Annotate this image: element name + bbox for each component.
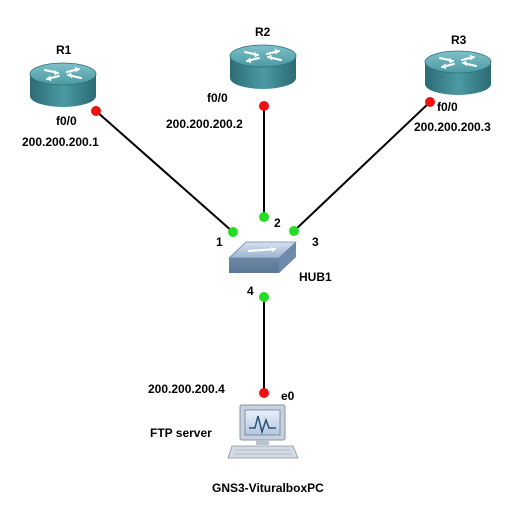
link-r3-hub[interactable] — [293, 101, 431, 232]
pc-ip-label: 200.200.200.4 — [148, 382, 225, 396]
port-hub-3[interactable] — [289, 226, 299, 236]
r3-ip-label: 200.200.200.3 — [414, 120, 491, 134]
router-icon — [424, 50, 492, 96]
router-r2[interactable] — [229, 44, 297, 90]
port-r2-f0-0[interactable] — [259, 101, 269, 111]
hub-port-1-label: 1 — [216, 235, 223, 249]
hub-port-2-label: 2 — [274, 216, 281, 230]
hub-port-4-label: 4 — [247, 284, 254, 298]
r2-ip-label: 200.200.200.2 — [166, 117, 243, 131]
router-r1-name: R1 — [56, 43, 72, 57]
router-r2-name: R2 — [255, 25, 271, 39]
port-r1-f0-0[interactable] — [91, 106, 101, 116]
hub-port-3-label: 3 — [312, 235, 319, 249]
hub-name: HUB1 — [299, 270, 332, 284]
port-r3-f0-0[interactable] — [425, 97, 435, 107]
port-hub-1[interactable] — [228, 227, 238, 237]
hub-hub1[interactable] — [227, 241, 298, 273]
pc-name: GNS3-VituralboxPC — [212, 481, 324, 495]
link-r1-hub[interactable] — [95, 110, 234, 233]
port-hub-4[interactable] — [259, 292, 269, 302]
hub-icon — [227, 241, 298, 273]
pc-gns3-vituralboxpc[interactable] — [227, 404, 299, 459]
router-r3[interactable] — [424, 50, 492, 96]
pc-interface-label: e0 — [281, 389, 295, 403]
router-r3-name: R3 — [451, 33, 467, 47]
r1-ip-label: 200.200.200.1 — [22, 135, 99, 149]
computer-icon — [227, 404, 299, 459]
r1-interface-label: f0/0 — [56, 114, 77, 128]
pc-role-label: FTP server — [150, 426, 212, 440]
port-hub-2[interactable] — [259, 212, 269, 222]
router-r1[interactable] — [29, 62, 97, 108]
r3-interface-label: f0/0 — [437, 100, 458, 114]
port-pc-e0[interactable] — [259, 388, 269, 398]
router-icon — [29, 62, 97, 108]
r2-interface-label: f0/0 — [207, 91, 228, 105]
router-icon — [229, 44, 297, 90]
